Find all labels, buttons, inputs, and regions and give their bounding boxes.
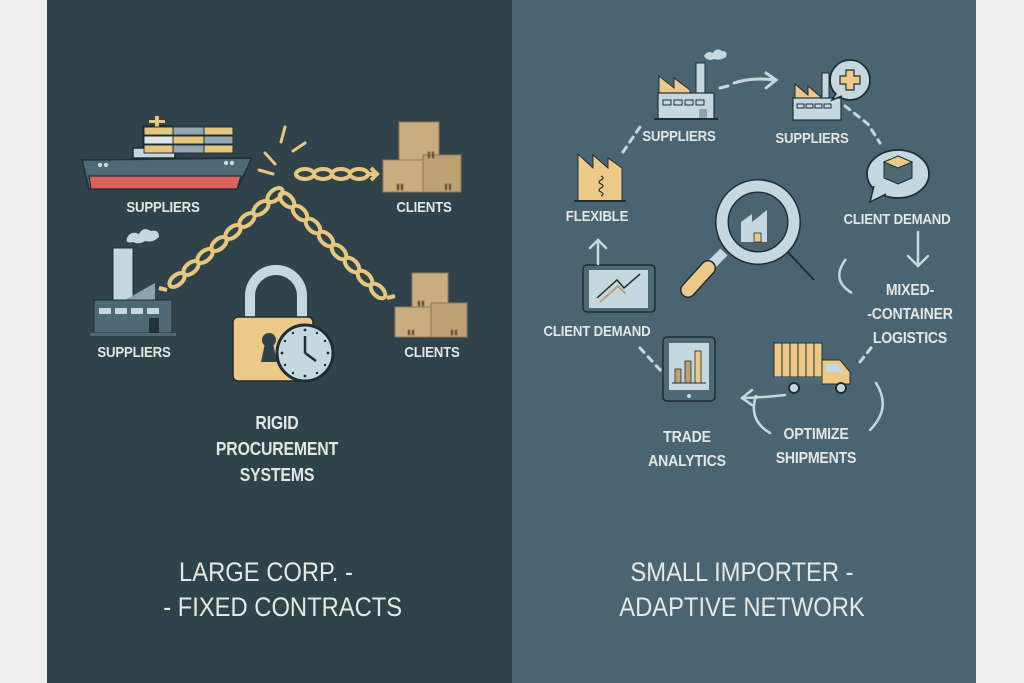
dashed-connector-flexible-supplier	[621, 122, 644, 154]
right-panel-small-importer: SUPPLIERS SUPPLIERS CLIENT DEMAND MIXED-…	[512, 0, 976, 683]
arrow-up-icon	[588, 238, 608, 266]
label-flexible: FLEXIBLE	[565, 208, 629, 225]
right-panel-illustration	[574, 49, 930, 435]
dashed-connector-truck	[858, 342, 876, 364]
container-line: -CONTAINER	[867, 306, 953, 323]
left-panel-illustration	[81, 116, 468, 383]
break-burst-icon	[257, 125, 307, 176]
systems-line: SYSTEMS	[239, 465, 315, 485]
cargo-ship-icon	[81, 116, 254, 190]
title-line-1: SMALL IMPORTER -	[630, 557, 854, 587]
flexible-factory-icon	[574, 152, 626, 202]
label-optimize-shipments: OPTIMIZE SHIPMENTS	[763, 423, 869, 471]
title-line-2: ADAPTIVE NETWORK	[619, 592, 865, 622]
speech-bubble-box-icon	[866, 149, 930, 204]
label-factory-suppliers: SUPPLIERS	[97, 344, 171, 361]
label-trade-analytics: TRADE ANALYTICS	[639, 426, 736, 474]
logistics-line: LOGISTICS	[872, 330, 948, 347]
label-ship-suppliers: SUPPLIERS	[126, 199, 200, 216]
delivery-truck-icon	[773, 342, 851, 394]
rigid-line: RIGID	[255, 413, 299, 433]
factory-icon	[90, 229, 176, 336]
label-client-demand-tablet: CLIENT DEMAND	[543, 323, 651, 340]
dashed-arrow-suppliers	[718, 71, 779, 90]
curved-arrow-icon	[838, 258, 853, 295]
boxes-icon-top	[382, 121, 462, 193]
chain-to-clients-bottom	[277, 190, 396, 301]
arrow-down-icon	[906, 230, 930, 268]
label-clients-top: CLIENTS	[396, 199, 452, 216]
optimize-line: OPTIMIZE	[783, 426, 849, 443]
label-clients-bottom: CLIENTS	[404, 344, 460, 361]
padlock-clock-icon	[232, 265, 335, 383]
title-line-1: LARGE CORP. -	[179, 557, 353, 587]
label-supplier-b: SUPPLIERS	[775, 130, 849, 147]
rigid-procurement-label: RIGID PROCUREMENT SYSTEMS	[215, 410, 338, 488]
boxes-icon-bottom	[394, 272, 468, 338]
label-client-demand-bubble: CLIENT DEMAND	[843, 211, 951, 228]
dashed-connector-b-to-demand	[843, 104, 882, 145]
tablet-trend-icon	[582, 264, 656, 313]
analytics-line: ANALYTICS	[648, 453, 726, 470]
dashed-connector-demand-analytics	[638, 346, 664, 374]
label-mixed-container: MIXED- -CONTAINER LOGISTICS	[857, 279, 963, 351]
mixed-line: MIXED-	[885, 282, 935, 299]
magnifier-factory-icon	[680, 179, 815, 298]
tablet-bar-chart-icon	[662, 336, 716, 402]
left-panel-large-corp: SUPPLIERS CLIENTS SUPPLIERS CLIENTS RIGI…	[47, 0, 512, 683]
trade-line: TRADE	[663, 429, 711, 446]
label-supplier-a: SUPPLIERS	[642, 128, 716, 145]
shipments-line: SHIPMENTS	[775, 450, 857, 467]
chain-to-factory	[158, 186, 285, 292]
left-panel-title: LARGE CORP. - - FIXED CONTRACTS	[163, 555, 403, 625]
optimize-loop-arrow	[739, 381, 884, 435]
right-panel-title: SMALL IMPORTER - ADAPTIVE NETWORK	[619, 555, 865, 625]
chain-to-clients-top	[294, 166, 380, 182]
factory-plus-icon-supplier-b	[792, 59, 871, 121]
factory-icon-supplier-a	[654, 49, 727, 120]
title-line-2: - FIXED CONTRACTS	[163, 592, 403, 622]
procurement-line: PROCUREMENT	[215, 439, 339, 459]
